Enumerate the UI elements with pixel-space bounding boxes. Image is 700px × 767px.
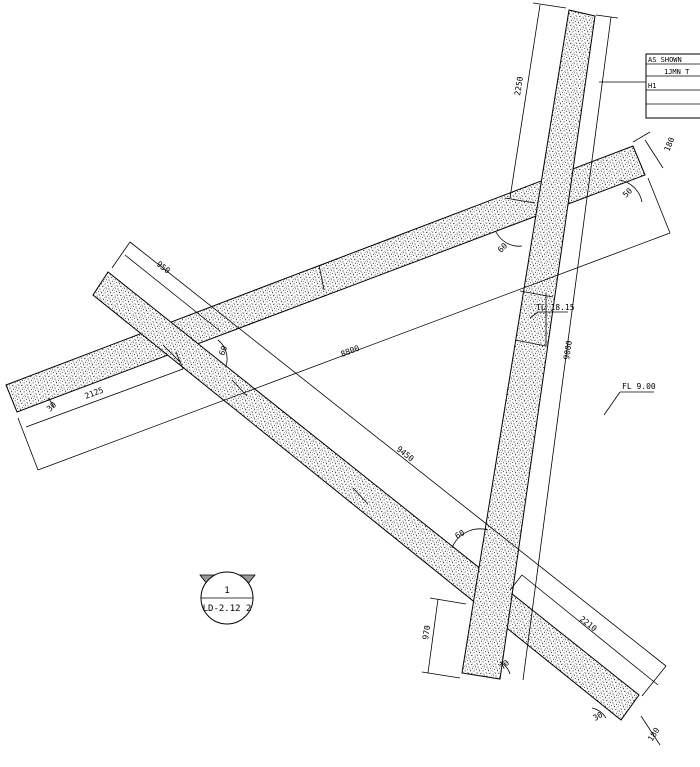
angle-arc-b-left-end bbox=[47, 397, 55, 409]
title-block-sheet: 1JMN T bbox=[664, 68, 690, 76]
angle-arc-a-bottom-end bbox=[499, 661, 511, 675]
dim-beam-a-length: 9000 bbox=[562, 340, 574, 361]
top-level-label: TL 18.15 bbox=[536, 303, 575, 312]
title-block-row: H1 bbox=[648, 82, 656, 90]
angle-arcs bbox=[47, 179, 643, 719]
title-block: AS SHOWN 1JMN T H1 bbox=[599, 53, 700, 119]
dim-beam-c-right: 2210 bbox=[578, 614, 599, 633]
angle-arc-a-inner-left bbox=[217, 339, 228, 367]
detail-tag-sheet: LD-2.12 2 bbox=[203, 604, 252, 614]
angle-arc-a-top-right bbox=[619, 179, 643, 203]
dim-beam-a-bottom: 970 bbox=[421, 624, 432, 640]
top-level-mark: TL 18.15 bbox=[529, 303, 575, 319]
angle-label-a-top-right: 50 bbox=[621, 186, 634, 199]
dim-beam-c-width: 180 bbox=[646, 726, 662, 743]
dim-beam-b-width: 180 bbox=[663, 136, 677, 153]
floor-level-mark: FL 9.00 bbox=[603, 382, 656, 416]
angle-label-c-bottom-end: 30 bbox=[592, 710, 605, 723]
detail-tag: 1 LD-2.12 2 bbox=[199, 571, 256, 625]
beam-c bbox=[92, 271, 640, 721]
dim-beam-c-total: 9450 bbox=[395, 444, 416, 463]
angle-arc-c-bottom-end bbox=[591, 707, 607, 719]
dimension-lines bbox=[17, 2, 671, 746]
detail-tag-number: 1 bbox=[224, 586, 229, 596]
beam-a bbox=[461, 9, 596, 680]
angle-label-b-left-end: 30 bbox=[45, 400, 58, 413]
title-block-scale: AS SHOWN bbox=[648, 56, 682, 64]
dim-beam-a-top: 2250 bbox=[513, 76, 525, 97]
dim-beam-b-total: 8800 bbox=[339, 343, 360, 358]
angle-label-a-inner-bottom: 60 bbox=[454, 528, 467, 541]
dim-beam-b-left: 2125 bbox=[83, 385, 104, 400]
floor-level-label: FL 9.00 bbox=[622, 382, 656, 391]
angle-arc-a-inner-top bbox=[495, 231, 523, 247]
angle-label-a-inner-left: 60 bbox=[217, 344, 229, 356]
angle-arc-a-inner-bottom bbox=[451, 528, 489, 549]
joint-lines bbox=[162, 264, 554, 505]
